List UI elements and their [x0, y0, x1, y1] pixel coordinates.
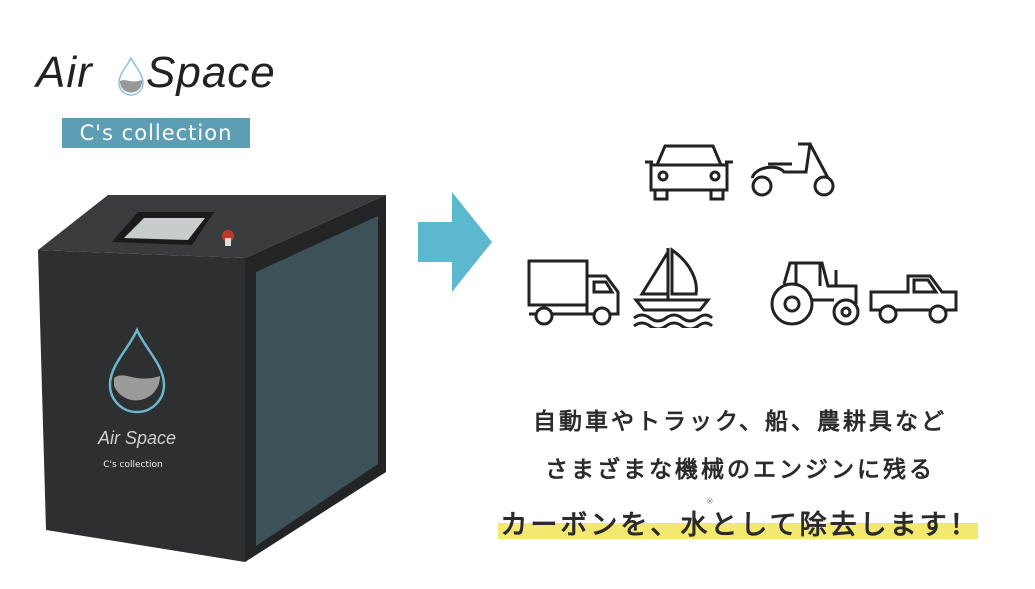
machine-logo-text: Air Space [97, 428, 176, 448]
machine-sub-text: C's collection [103, 460, 163, 470]
car-icon [645, 144, 733, 201]
water-drop-icon [118, 56, 144, 96]
highlight-bar [498, 523, 978, 539]
sailboat-icon [632, 247, 714, 328]
copy-line-3-headline: カーボンを、水として除去します！ [500, 510, 980, 541]
tractor-icon [770, 261, 860, 326]
truck-icon [527, 259, 620, 326]
airspace-machine: Air Space C's collection [38, 195, 386, 562]
collection-badge: C's collection [62, 118, 250, 148]
footnote-mark: ※ [706, 497, 714, 507]
logo-word-air: Air [36, 48, 93, 97]
copy-line-2: さまざまな機械のエンジンに残る [545, 457, 935, 483]
logo-word-space: Space [146, 48, 276, 97]
scooter-icon [750, 142, 835, 197]
pickup-truck-icon [869, 274, 958, 324]
copy-line-1: 自動車やトラック、船、農耕具など [533, 409, 947, 435]
right-arrow-icon [418, 192, 492, 292]
